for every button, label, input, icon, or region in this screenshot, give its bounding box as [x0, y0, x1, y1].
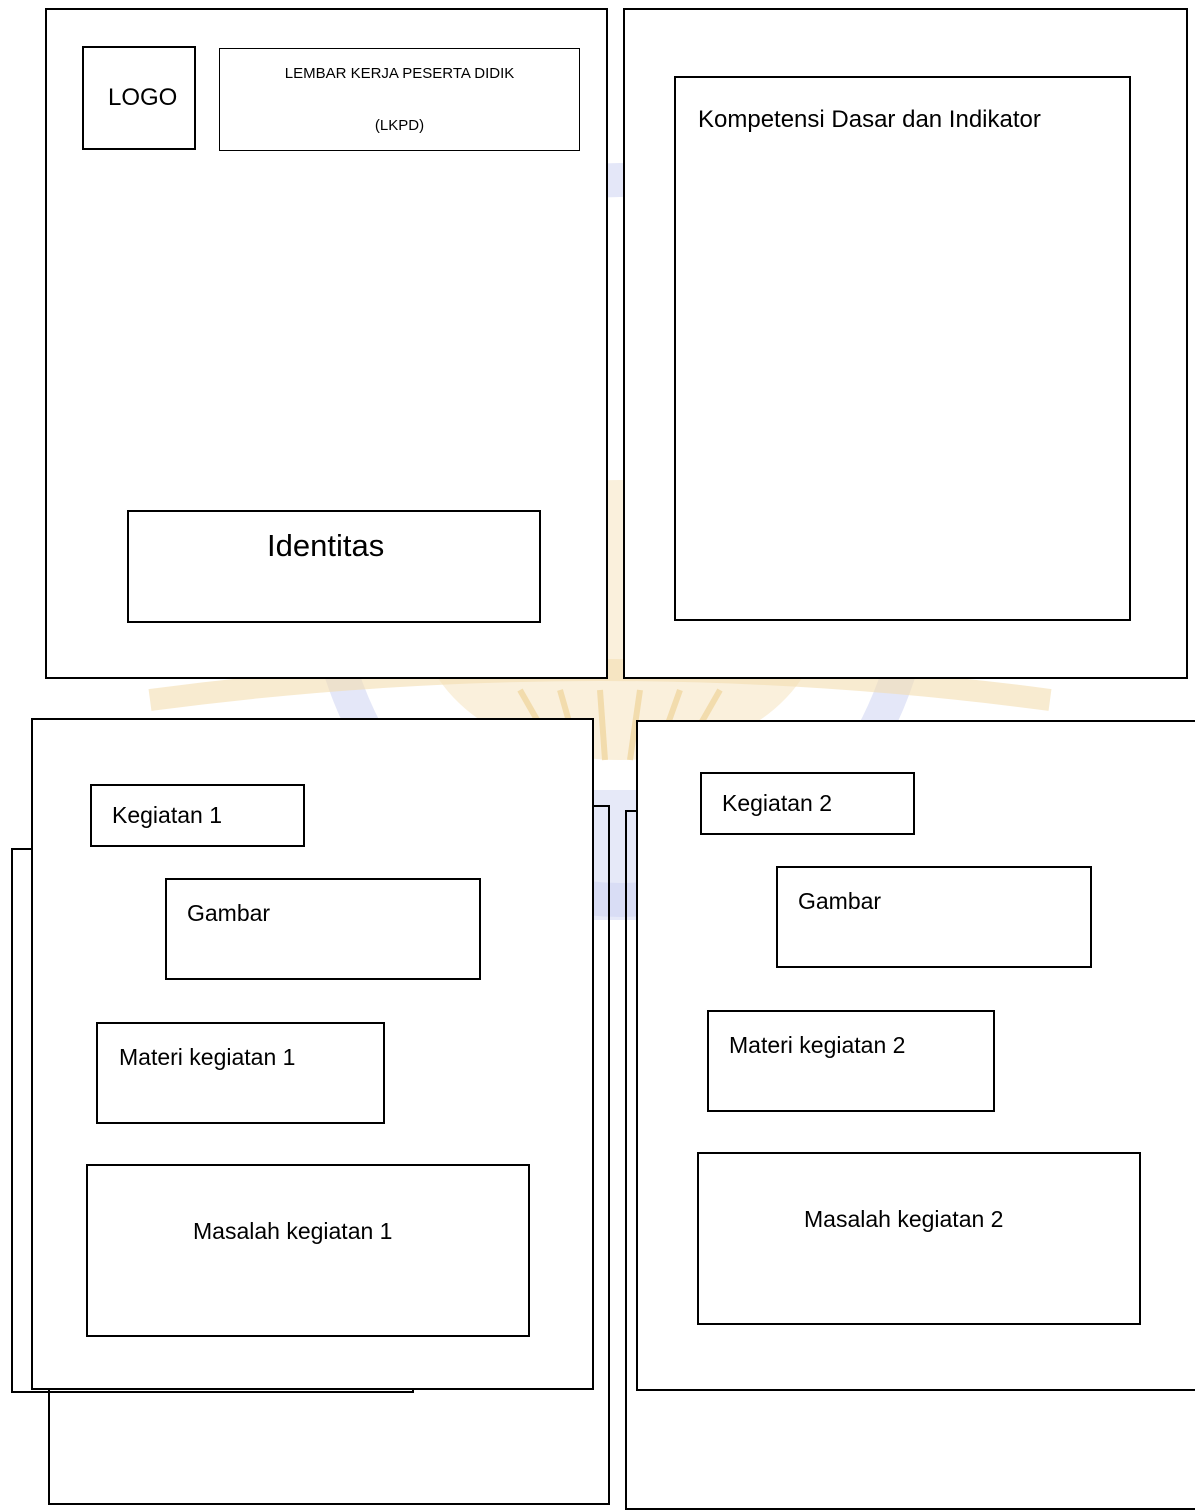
materi-2-box: Materi kegiatan 2: [707, 1010, 995, 1112]
logo-box: LOGO: [82, 46, 196, 150]
page-kegiatan-1: Kegiatan 1 Gambar Materi kegiatan 1 Masa…: [31, 718, 594, 1390]
masalah-2-label: Masalah kegiatan 2: [804, 1206, 1004, 1232]
title-line-2: (LKPD): [374, 117, 425, 134]
kompetensi-label: Kompetensi Dasar dan Indikator: [698, 106, 1041, 133]
kegiatan-1-box: Kegiatan 1: [90, 784, 305, 847]
materi-2-label: Materi kegiatan 2: [729, 1032, 906, 1058]
materi-1-box: Materi kegiatan 1: [96, 1022, 385, 1124]
gambar-1-label: Gambar: [187, 900, 271, 926]
masalah-2-box: Masalah kegiatan 2: [697, 1152, 1141, 1325]
materi-1-label: Materi kegiatan 1: [119, 1044, 296, 1070]
identitas-box: Identitas: [127, 510, 541, 623]
gambar-1-box: Gambar: [165, 878, 481, 980]
masalah-1-box: Masalah kegiatan 1: [86, 1164, 530, 1337]
title-line-1: LEMBAR KERJA PESERTA DIDIK: [284, 65, 515, 82]
gambar-2-box: Gambar: [776, 866, 1092, 968]
page-cover: LOGO LEMBAR KERJA PESERTA DIDIK (LKPD) I…: [45, 8, 608, 679]
kegiatan-2-box: Kegiatan 2: [700, 772, 915, 835]
page-kegiatan-2: Kegiatan 2 Gambar Materi kegiatan 2 Masa…: [636, 720, 1195, 1391]
identitas-label: Identitas: [267, 528, 385, 563]
kegiatan-1-label: Kegiatan 1: [112, 802, 222, 828]
masalah-1-label: Masalah kegiatan 1: [193, 1218, 393, 1244]
kegiatan-2-label: Kegiatan 2: [722, 790, 832, 816]
gambar-2-label: Gambar: [798, 888, 882, 914]
title-box: LEMBAR KERJA PESERTA DIDIK (LKPD): [219, 48, 580, 151]
kompetensi-box: Kompetensi Dasar dan Indikator: [674, 76, 1131, 621]
page-kompetensi: Kompetensi Dasar dan Indikator: [623, 8, 1188, 679]
logo-label: LOGO: [108, 84, 178, 111]
